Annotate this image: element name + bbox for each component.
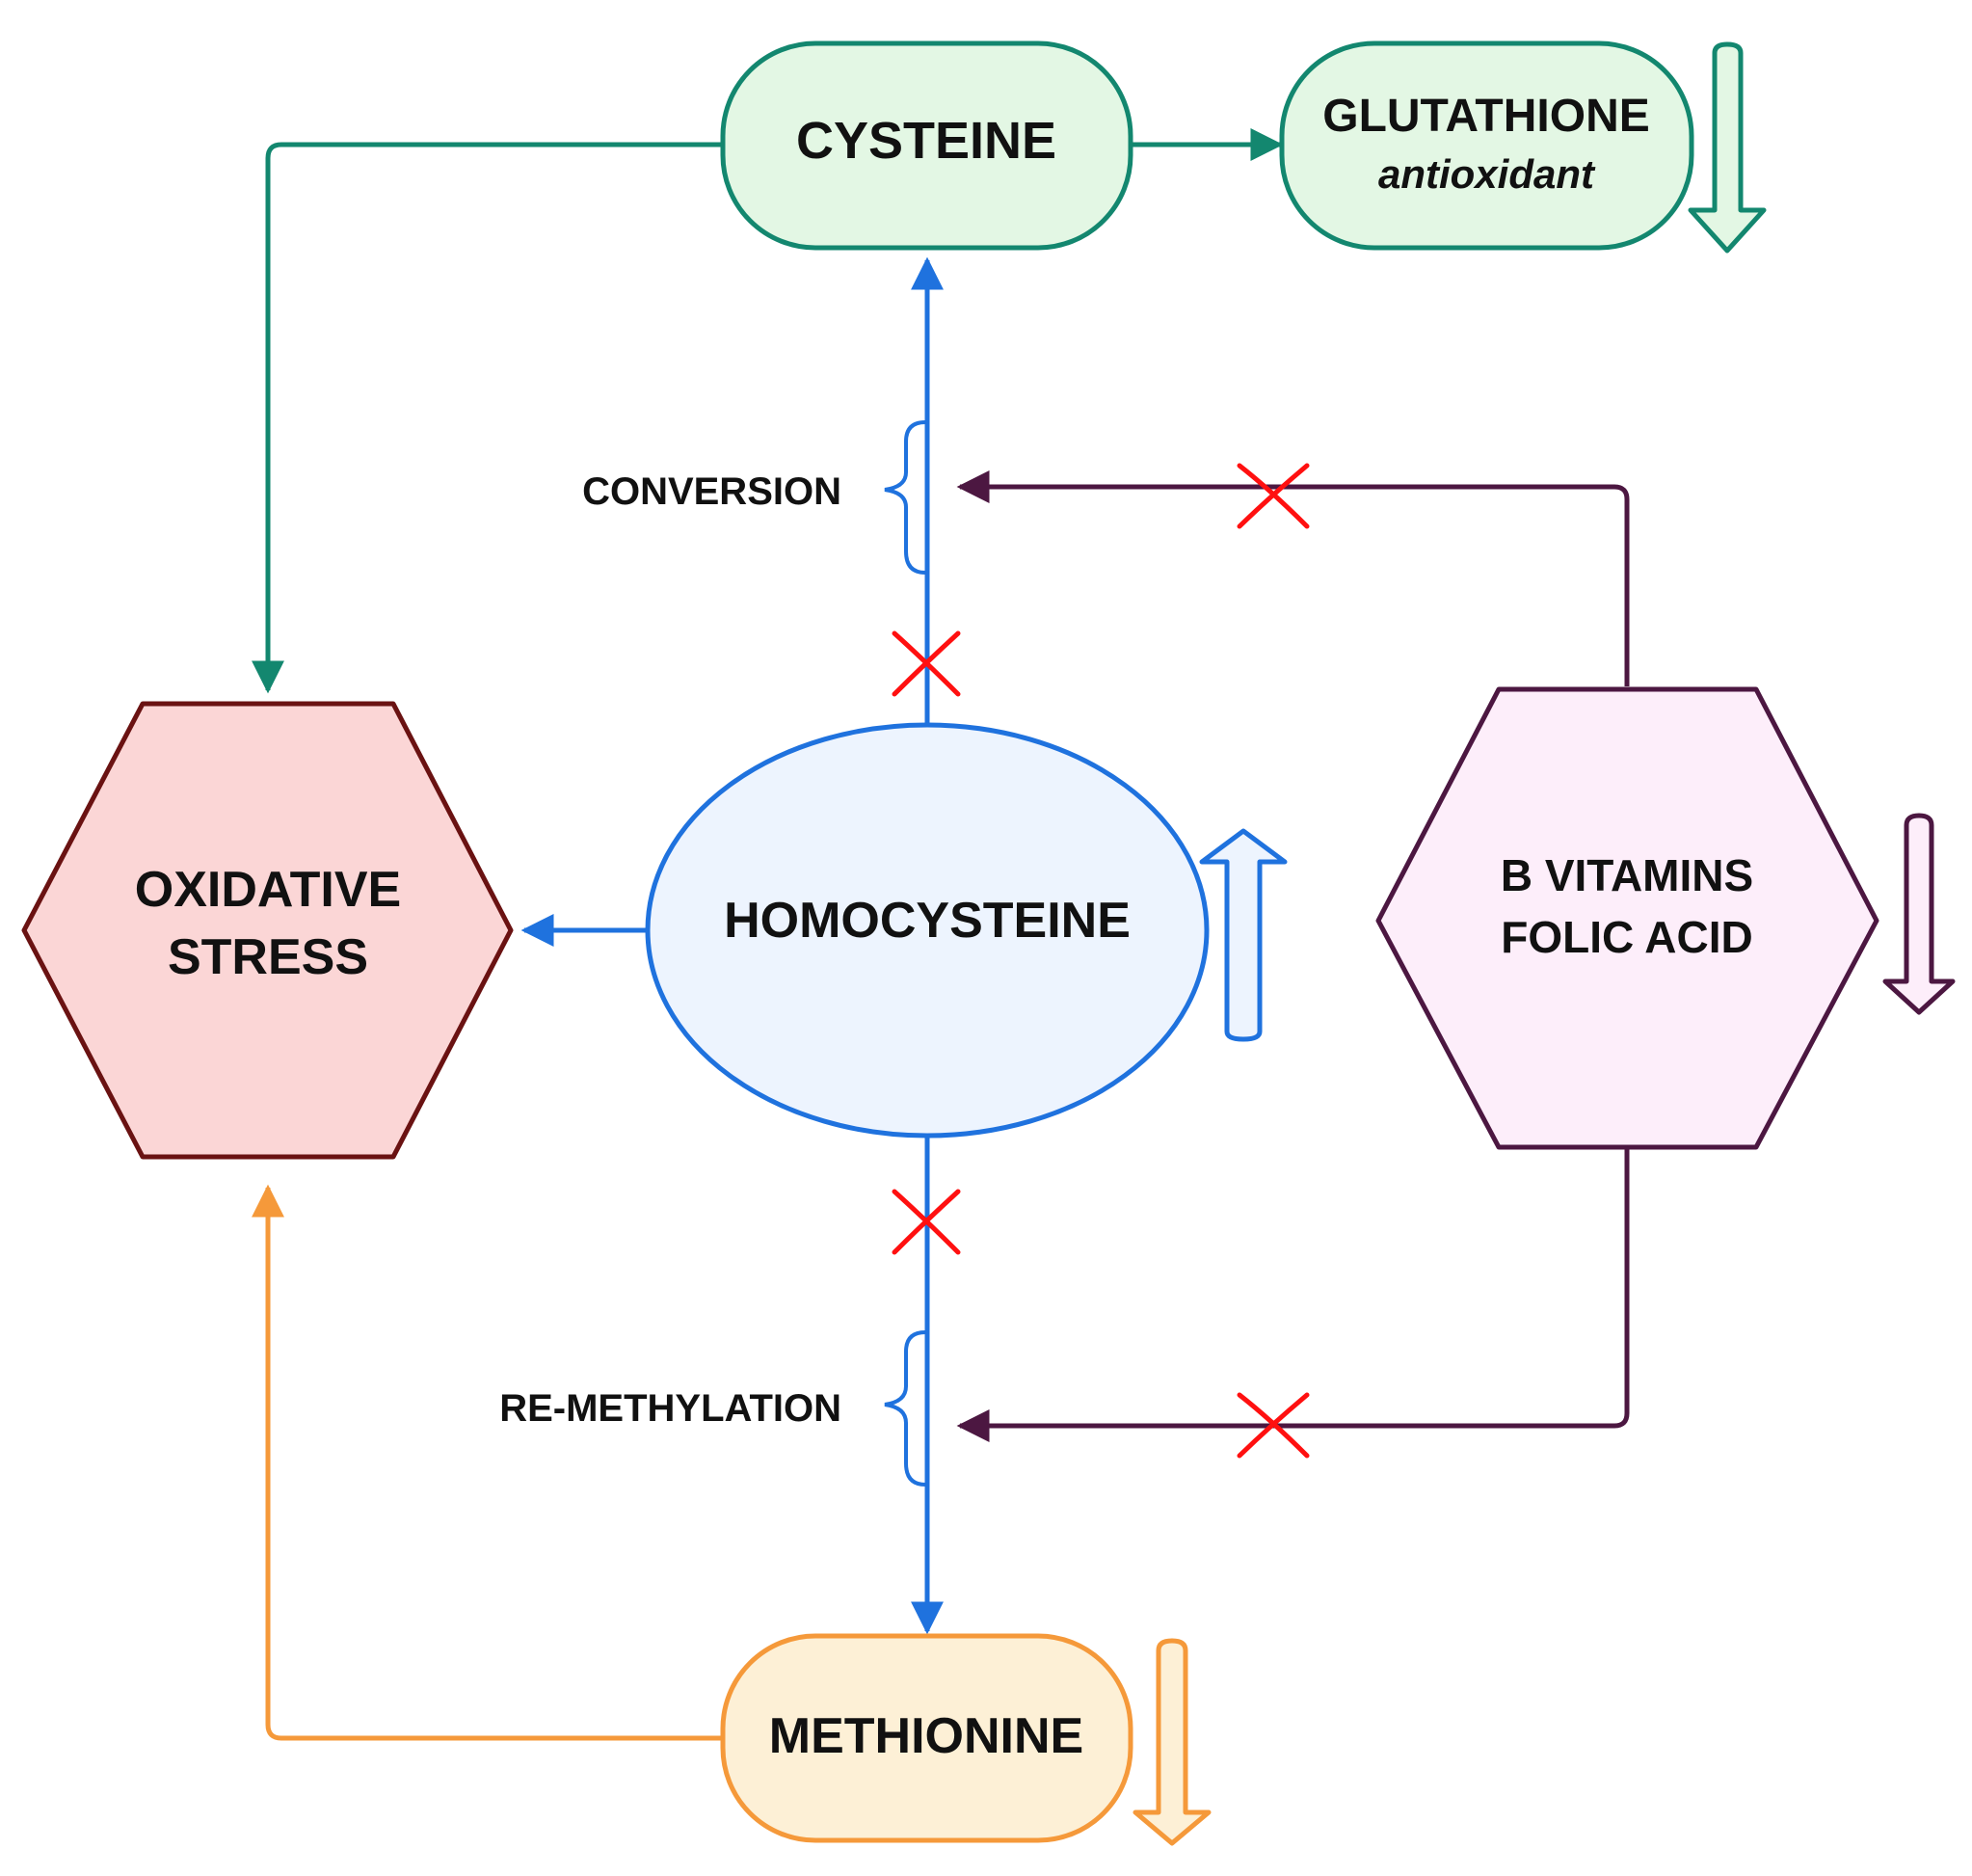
b-vitamins-node[interactable]: B VITAMINS FOLIC ACID bbox=[1375, 686, 1879, 1150]
conversion-label: CONVERSION bbox=[582, 470, 841, 513]
block-mark-bvitamins-remethylation bbox=[1237, 1392, 1310, 1459]
homocysteine-up-arrow-icon bbox=[1199, 828, 1288, 1042]
arrow-methionine-to-oxidative-stress bbox=[252, 1184, 721, 1741]
glutathione-down-arrow-icon bbox=[1688, 41, 1767, 254]
oxidative-stress-line1: OXIDATIVE bbox=[135, 862, 401, 918]
oxidative-stress-node[interactable]: OXIDATIVE STRESS bbox=[21, 701, 514, 1160]
block-mark-bvitamins-conversion bbox=[1237, 463, 1310, 529]
block-mark-remethylation-path bbox=[892, 1189, 961, 1255]
oxidative-stress-line2: STRESS bbox=[168, 929, 368, 985]
b-vitamins-line1: B VITAMINS bbox=[1501, 850, 1753, 900]
homocysteine-node[interactable]: HOMOCYSTEINE bbox=[645, 722, 1210, 1139]
glutathione-label: GLUTATHIONE bbox=[1322, 91, 1650, 142]
remethylation-label: RE-METHYLATION bbox=[499, 1387, 841, 1430]
b-vitamins-line2: FOLIC ACID bbox=[1501, 912, 1753, 962]
homocysteine-label: HOMOCYSTEINE bbox=[724, 893, 1131, 949]
methionine-down-arrow-icon bbox=[1133, 1638, 1212, 1846]
cysteine-label: CYSTEINE bbox=[796, 112, 1056, 170]
conversion-brace bbox=[884, 420, 926, 575]
arrow-b-vitamins-to-remethylation bbox=[956, 1149, 1630, 1442]
glutathione-sublabel: antioxidant bbox=[1378, 151, 1596, 197]
glutathione-node[interactable]: GLUTATHIONE antioxidant bbox=[1279, 40, 1694, 251]
block-marks bbox=[892, 463, 1310, 1459]
arrow-b-vitamins-to-conversion bbox=[956, 470, 1630, 686]
b-vitamins-down-arrow-icon bbox=[1882, 813, 1956, 1015]
cysteine-node[interactable]: CYSTEINE bbox=[720, 40, 1133, 251]
methionine-node[interactable]: METHIONINE bbox=[720, 1633, 1133, 1843]
remethylation-brace bbox=[884, 1330, 926, 1487]
block-mark-conversion-path bbox=[892, 630, 961, 697]
arrow-cysteine-to-oxidative-stress bbox=[252, 142, 721, 694]
methionine-label: METHIONINE bbox=[769, 1708, 1083, 1764]
